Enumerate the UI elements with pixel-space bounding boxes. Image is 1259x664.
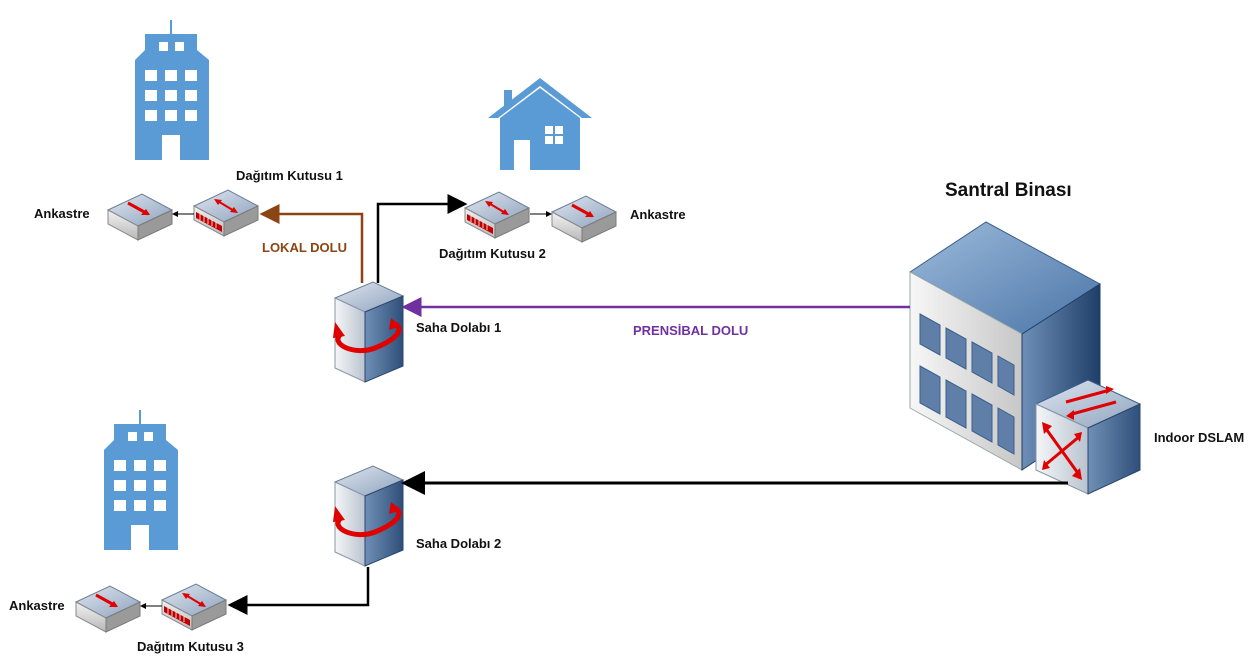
house-icon [488,78,592,170]
distribution-box-1-icon [193,189,259,237]
distribution-box-2-icon [464,191,530,239]
link-saha1-dk2 [376,194,468,283]
ankastre-3-icon [75,585,141,633]
office-building-2-icon [104,410,178,550]
ankastre-1-label: Ankastre [34,206,90,221]
lokal-link [259,204,364,283]
distribution-box-3-icon [161,583,227,631]
office-building-1-icon [135,20,209,160]
dk1-label: Dağıtım Kutusu 1 [236,168,343,183]
field-cabinet-2-icon [333,466,403,566]
saha-dolabi-1-label: Saha Dolabı 1 [416,320,502,335]
dk3-label: Dağıtım Kutusu 3 [137,639,244,654]
ankastre-2-icon [551,195,617,243]
dslam-device-icon [1034,379,1142,495]
field-cabinet-1-icon [333,282,403,382]
lokal-dolu-label: LOKAL DOLU [262,240,347,255]
central-office-title: Santral Binası [945,180,1072,201]
link-saha2-dk3 [227,567,370,615]
dk2-label: Dağıtım Kutusu 2 [439,246,546,261]
prensibal-dolu-label: PRENSİBAL DOLU [633,323,749,338]
ankastre-3-label: Ankastre [9,598,65,613]
ankastre-1-icon [107,193,173,241]
ankastre-2-label: Ankastre [630,207,686,222]
dslam-label: Indoor DSLAM [1154,430,1245,445]
saha-dolabi-2-label: Saha Dolabı 2 [416,536,502,551]
